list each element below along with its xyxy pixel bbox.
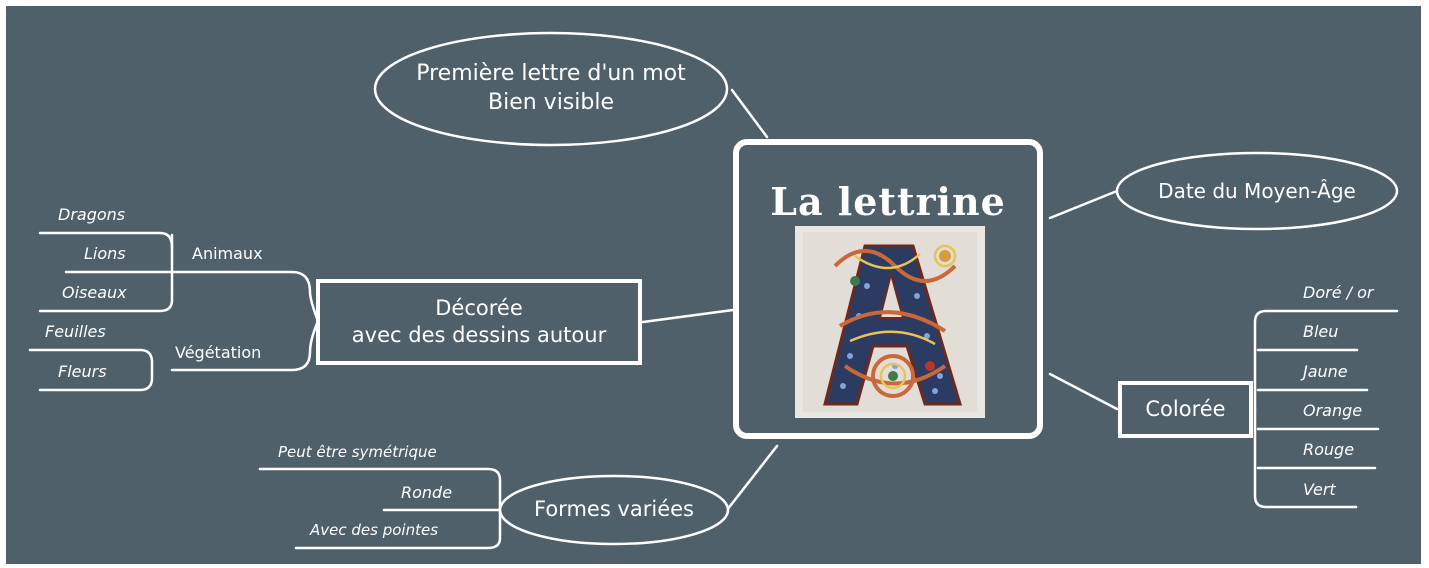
item-symetrique: Peut être symétrique — [278, 443, 437, 461]
decoree-line2: avec des dessins autour — [351, 323, 607, 347]
formes-label: Formes variées — [534, 497, 694, 522]
link-animaux — [170, 270, 320, 323]
line-vert — [1253, 407, 1358, 509]
node-decoree: Décorée avec des dessins autour — [316, 279, 642, 365]
branch-vegetation: Végétation — [175, 343, 262, 362]
item-lions: Lions — [84, 244, 126, 263]
branch-animaux: Animaux — [192, 244, 263, 263]
link-date — [1048, 189, 1119, 220]
central-topic: La lettrine — [733, 139, 1043, 439]
item-fleurs: Fleurs — [58, 362, 107, 381]
item-pointes: Avec des pointes — [310, 521, 439, 539]
item-dore: Doré / or — [1303, 283, 1374, 302]
item-bleu: Bleu — [1303, 322, 1339, 341]
item-rouge: Rouge — [1303, 440, 1355, 459]
line-fleurs — [38, 368, 154, 392]
line-dragons — [38, 231, 174, 249]
item-feuilles: Feuilles — [45, 322, 106, 341]
line-pointes — [294, 508, 502, 550]
central-title: La lettrine — [770, 179, 1006, 224]
node-formes: Formes variées — [502, 490, 726, 530]
node-date: Date du Moyen-Âge — [1120, 170, 1394, 212]
node-premiere: Première lettre d'un mot Bien visible — [380, 50, 722, 128]
item-vert: Vert — [1303, 480, 1336, 499]
link-decoree — [641, 308, 735, 324]
node-coloree: Colorée — [1118, 381, 1253, 438]
link-formes — [725, 444, 779, 512]
coloree-label: Colorée — [1145, 396, 1226, 421]
link-premiere — [730, 88, 769, 139]
item-oiseaux: Oiseaux — [62, 283, 127, 302]
premiere-line1: Première lettre d'un mot — [416, 61, 686, 87]
link-vegetation — [170, 319, 320, 372]
illuminated-letter-image — [795, 226, 985, 418]
item-jaune: Jaune — [1303, 362, 1348, 381]
item-orange: Orange — [1303, 401, 1363, 420]
line-dore — [1253, 309, 1399, 411]
decoree-line1: Décorée — [435, 295, 523, 320]
node-date-oval — [1115, 151, 1399, 231]
item-dragons: Dragons — [58, 205, 126, 224]
premiere-line2: Bien visible — [488, 90, 614, 115]
node-formes-oval — [498, 474, 730, 546]
line-symetrique — [258, 467, 502, 512]
bracket-animaux — [38, 233, 174, 313]
date-label: Date du Moyen-Âge — [1158, 179, 1356, 203]
line-feuilles — [28, 348, 154, 372]
link-coloree — [1048, 372, 1119, 411]
node-premiere-oval — [373, 31, 729, 147]
item-ronde: Ronde — [401, 483, 453, 502]
